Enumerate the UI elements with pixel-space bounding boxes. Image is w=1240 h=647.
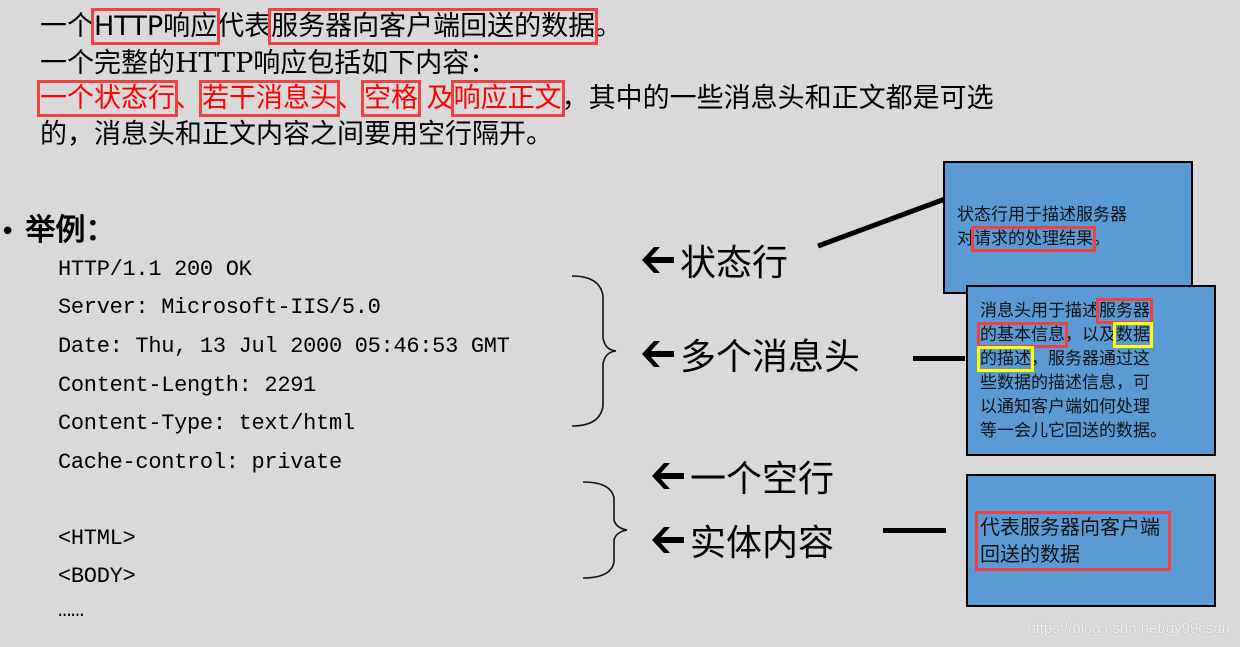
response-line-html: <HTML> [58,526,136,551]
connector-headers [913,356,965,361]
highlight-body: 响应正文 [450,80,565,117]
brace-body-icon [582,481,628,579]
highlight-description: 的描述 [977,346,1034,372]
separator: 、 [337,83,364,114]
label-headers: 多个消息头 [640,328,860,380]
note-text: 的基本信息，以及数据 [977,322,1214,348]
watermark: https://blog.csdn.net/gy99csdn [1027,620,1230,637]
label-text: 多个消息头 [680,337,861,378]
note-text: 代表服务器向客户端 [980,515,1160,539]
response-line-status: HTTP/1.1 200 OK [58,257,252,282]
highlight-processing-result: 请求的处理结果 [971,226,1096,252]
separator: 、 [175,83,202,114]
highlight-http-response: HTTP响应 [90,8,221,45]
label-text: 一个空行 [690,459,835,500]
arrow-left-icon [652,463,684,489]
note-text: 的描述，服务器通过这 [977,346,1214,372]
separator: 及 [418,83,454,114]
connector-status-line [817,196,946,249]
highlight-entity-description: 代表服务器向客户端 回送的数据 [975,511,1171,571]
intro-text: ，其中的一些消息头和正文都是可选 [561,83,994,114]
intro-line-3: 一个状态行、若干消息头、空格 及响应正文，其中的一些消息头和正文都是可选 [37,80,994,117]
intro-text: 代表 [217,11,272,42]
note-text: 消息头用于描述服务器 [980,298,1214,324]
highlight-headers: 若干消息头 [199,80,340,117]
label-text: 状态行 [680,243,789,284]
note-text: 些数据的描述信息，可 [980,373,1150,393]
example-heading: • 举例： [0,205,115,249]
label-status-line: 状态行 [640,234,788,286]
intro-line-2: 一个完整的HTTP响应包括如下内容： [40,48,497,79]
label-blank-line: 一个空行 [650,450,834,502]
note-entity-body: 代表服务器向客户端 回送的数据 [966,474,1216,607]
response-line-body: <BODY> [58,564,136,589]
note-text: 以通知客户端如何处理 [980,397,1150,417]
response-line-ellipsis: …… [58,598,84,623]
note-text: 对请求的处理结果。 [957,226,1191,252]
arrow-left-icon [642,247,674,273]
intro-text: 。 [595,11,623,42]
note-text: 回送的数据 [980,542,1080,566]
arrow-left-icon [652,527,684,553]
note-text: 状态行用于描述服务器 [957,205,1127,225]
response-line-cache-control: Cache-control: private [58,450,342,475]
intro-line-1: 一个HTTP响应代表服务器向客户端回送的数据。 [40,8,623,45]
note-text-part: 消息头用于描述 [980,301,1099,321]
response-line-content-type: Content-Type: text/html [58,411,355,436]
response-line-date: Date: Thu, 13 Jul 2000 05:46:53 GMT [58,334,510,359]
heading-text: 举例： [25,213,116,248]
brace-headers-icon [571,275,617,427]
label-text: 实体内容 [690,523,835,564]
note-text-part: ，服务器通过这 [1031,349,1150,369]
highlight-server: 服务器 [1096,298,1153,324]
highlight-server-data: 服务器向客户端回送的数据 [268,8,599,45]
arrow-left-icon [642,341,674,367]
note-text-part: 对 [957,229,974,249]
response-line-server: Server: Microsoft-IIS/5.0 [58,295,381,320]
note-text-part: ，以及 [1065,325,1116,345]
highlight-basic-info: 的基本信息 [977,322,1068,348]
bullet-icon: • [0,217,16,247]
response-line-content-length: Content-Length: 2291 [58,373,317,398]
connector-entity [883,528,946,533]
note-headers: 消息头用于描述服务器 的基本信息，以及数据 的描述，服务器通过这 些数据的描述信… [966,285,1216,456]
note-status-line: 状态行用于描述服务器 对请求的处理结果。 [943,161,1193,294]
intro-text: 一个 [40,11,94,42]
intro-line-4: 的，消息头和正文内容之间要用空行隔开。 [40,119,553,150]
highlight-blank: 空格 [361,80,421,117]
note-text-part: 。 [1093,229,1110,249]
note-text: 等一会儿它回送的数据。 [980,421,1167,441]
highlight-data: 数据 [1113,322,1153,348]
highlight-status-line: 一个状态行 [37,80,178,117]
label-entity-body: 实体内容 [650,514,834,566]
